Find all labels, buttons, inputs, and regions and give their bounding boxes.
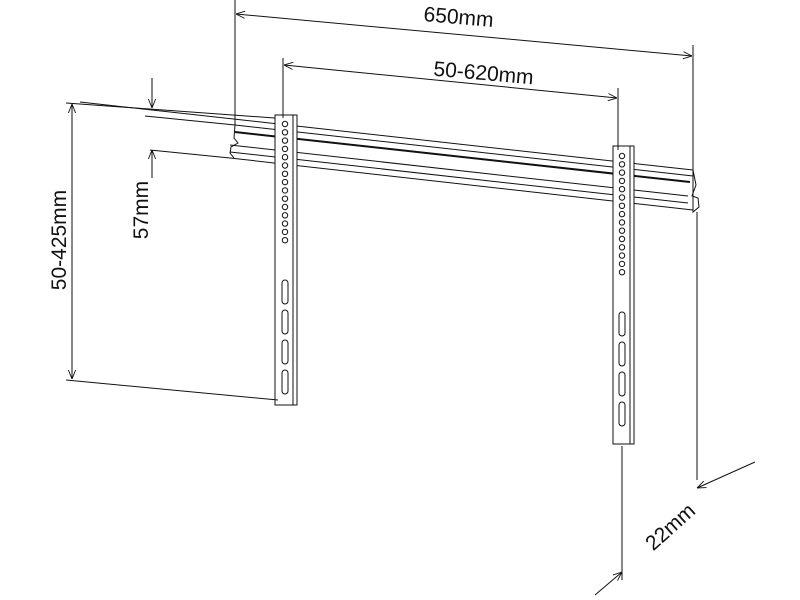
- mount-hole: [618, 161, 626, 168]
- mount-hole: [618, 260, 626, 268]
- mount-hole: [281, 129, 289, 136]
- left-vertical-arm: [274, 114, 298, 406]
- label-22mm: 22mm: [641, 499, 700, 555]
- mount-hole: [281, 187, 289, 194]
- mount-hole: [618, 186, 626, 193]
- mount-slot: [618, 401, 626, 427]
- dim-50-620: [282, 58, 619, 150]
- mount-hole: [281, 137, 289, 144]
- dim-650: [234, 0, 694, 212]
- mount-hole: [618, 244, 626, 251]
- mount-hole: [618, 202, 626, 210]
- mount-hole: [618, 152, 626, 160]
- mount-hole: [281, 120, 289, 128]
- mount-slot: [618, 311, 626, 337]
- mount-slot: [281, 339, 289, 365]
- label-50-425mm: 50-425mm: [48, 190, 71, 290]
- mount-slot: [618, 341, 626, 367]
- mount-hole: [281, 195, 289, 202]
- label-50-620mm: 50-620mm: [433, 58, 535, 90]
- mount-hole: [281, 203, 289, 211]
- mount-hole: [618, 227, 626, 234]
- label-650mm: 650mm: [423, 3, 495, 32]
- mount-hole: [281, 237, 289, 244]
- dim-22: [594, 212, 756, 596]
- label-57mm: 57mm: [130, 181, 153, 239]
- mount-slot: [281, 309, 289, 335]
- right-vertical-arm: [612, 145, 635, 445]
- mount-hole: [618, 210, 626, 218]
- mount-hole: [281, 220, 289, 227]
- mount-slot: [618, 371, 626, 397]
- dim-57: [144, 78, 236, 178]
- mount-hole: [618, 235, 626, 243]
- wall-rail: [79, 101, 700, 214]
- mount-hole: [281, 228, 289, 236]
- mount-hole: [281, 212, 289, 219]
- mount-slot: [281, 279, 289, 305]
- mount-slot: [281, 369, 289, 395]
- mount-hole: [618, 169, 626, 176]
- mount-hole: [618, 219, 626, 226]
- mount-hole: [281, 178, 289, 186]
- mount-hole: [618, 252, 626, 259]
- mount-hole: [618, 177, 626, 185]
- mount-hole: [281, 145, 289, 153]
- mount-hole: [618, 269, 626, 276]
- mount-hole: [281, 162, 289, 169]
- mount-hole: [618, 194, 626, 201]
- dim-50-425: [65, 102, 279, 401]
- mount-hole: [281, 170, 289, 178]
- mount-hole: [281, 154, 289, 161]
